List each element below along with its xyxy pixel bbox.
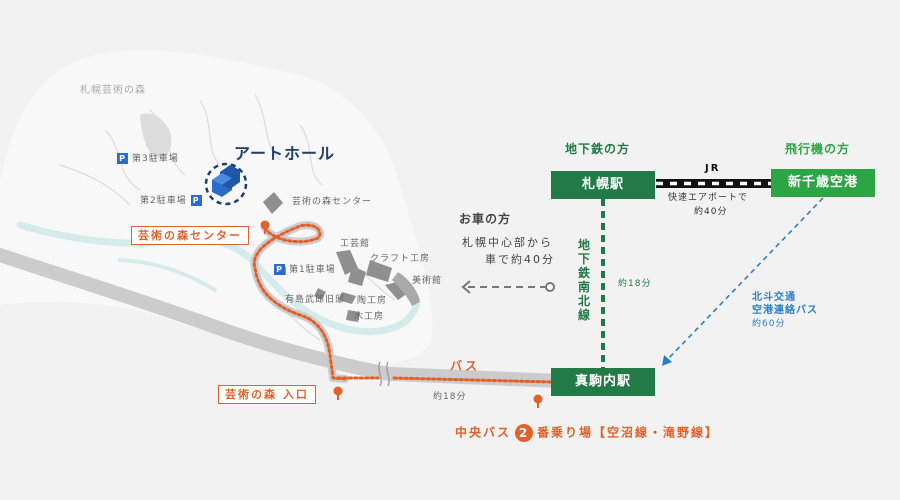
jr-label: JR (705, 163, 721, 174)
hill-shape (140, 113, 172, 159)
bus-stop-suffix: 番乗り場【空沼線・滝野線】 (537, 425, 720, 440)
airport-bus-time: 約60分 (752, 319, 786, 329)
sapporo-station: 札幌駅 (551, 171, 655, 199)
subway-time: 約18分 (618, 279, 652, 289)
parking-2-label: 第2駐車場 (140, 196, 187, 206)
craft-hall-label: 工芸館 (340, 239, 371, 249)
airport-bus-line (662, 197, 824, 366)
car-line-1: 札幌中心部から (462, 236, 553, 249)
bus-stop-forest-center: 芸術の森センター (131, 226, 249, 246)
parking-icon: P (117, 153, 128, 164)
car-route-arrow (461, 280, 555, 294)
art-museum-label: 美術館 (412, 276, 443, 286)
bus-time: 約18分 (433, 392, 467, 402)
bus-stop-forest-entrance: 芸術の森 入口 (218, 385, 316, 405)
parking-1-label: 第1駐車場 (289, 265, 336, 275)
plane-heading: 飛行機の方 (785, 142, 851, 156)
bus-label: バス (450, 359, 481, 373)
makomanai-station: 真駒内駅 (551, 368, 655, 396)
pottery-label: 陶工房 (357, 296, 388, 306)
bus-stop-prefix: 中央バス (455, 425, 512, 440)
jr-service: 快速エアポートで (668, 193, 749, 203)
ariyoshi-house-label: 有島武郎旧邸 (285, 295, 346, 305)
parking-icon: P (190, 195, 202, 206)
airport-bus-line-2: 空港連絡バス (752, 305, 818, 316)
bus-stop-pin-entrance (333, 386, 343, 400)
woodwork-label: 木工房 (354, 312, 385, 322)
bus-route-forest-dots (252, 223, 347, 381)
parking-1: P 第1駐車場 (274, 264, 336, 275)
craft-studio-label: クラフト工房 (370, 254, 431, 264)
bus-stop-pin-makomanai (533, 394, 543, 408)
new-chitose-station: 新千歳空港 (771, 169, 875, 197)
subway-line-label: 地下鉄南北線 (577, 238, 590, 322)
art-hall-label: アートホール (234, 144, 336, 163)
subway-heading: 地下鉄の方 (565, 142, 631, 156)
river-branch (118, 258, 217, 292)
car-heading: お車の方 (459, 212, 512, 226)
road-break (378, 361, 390, 387)
parking-3: P 第3駐車場 (117, 153, 179, 164)
forest-title: 札幌芸術の森 (80, 85, 146, 96)
jr-railroad (656, 179, 771, 188)
bus-stop-pin-center (260, 220, 270, 234)
car-line-2: 車で約40分 (485, 253, 555, 266)
forest-center-label: 芸術の森センター (292, 197, 373, 207)
bus-stop-number: 2 (515, 424, 534, 442)
airport-bus-line-1: 北斗交通 (752, 292, 796, 303)
jr-time: 約40分 (694, 207, 728, 217)
main-road (0, 248, 567, 388)
parking-3-label: 第3駐車場 (132, 154, 179, 164)
parking-icon: P (274, 264, 285, 275)
bus-route-main-dots-2 (392, 376, 554, 384)
art-hall-building (204, 162, 248, 206)
